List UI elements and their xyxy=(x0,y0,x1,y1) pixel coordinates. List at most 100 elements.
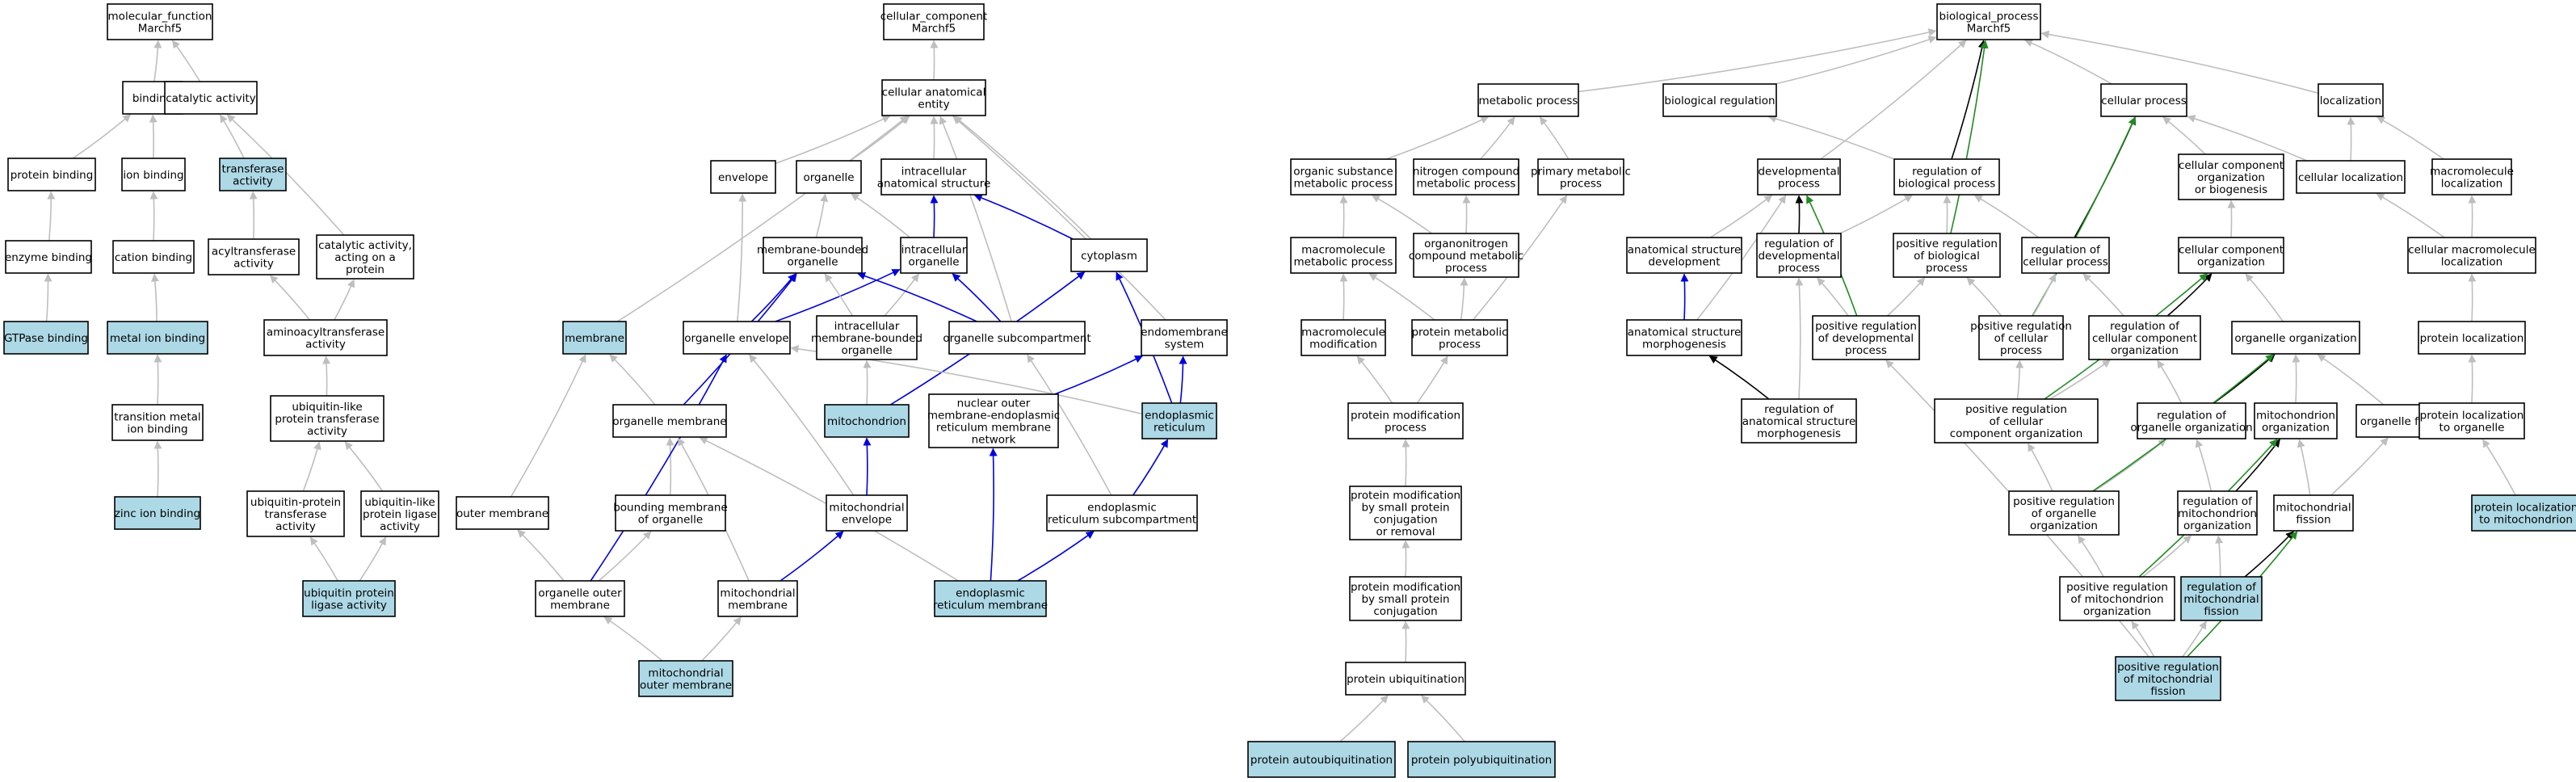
node-box[interactable] xyxy=(1290,158,1397,196)
node-box[interactable] xyxy=(1141,402,1217,439)
node-box[interactable] xyxy=(826,494,908,532)
go-term-metabolic[interactable]: metabolic process xyxy=(1477,83,1579,117)
node-box[interactable] xyxy=(107,3,213,40)
go-term-cellular-process[interactable]: cellular process xyxy=(2100,83,2187,117)
go-term-outer-membrane[interactable]: outer membrane xyxy=(456,496,549,530)
node-box[interactable] xyxy=(114,496,201,530)
node-box[interactable] xyxy=(246,490,345,537)
node-box[interactable] xyxy=(2231,321,2360,355)
go-term-prot-autoubiq[interactable]: protein autoubiquitination xyxy=(1247,741,1396,778)
node-box[interactable] xyxy=(2254,402,2338,439)
node-box[interactable] xyxy=(1070,238,1148,272)
node-box[interactable] xyxy=(2008,490,2120,536)
node-box[interactable] xyxy=(2418,321,2526,355)
go-term-cation-binding[interactable]: cation binding xyxy=(112,240,195,274)
go-term-prot-loc[interactable]: protein localization xyxy=(2418,321,2526,355)
node-box[interactable] xyxy=(1893,158,2000,196)
node-box[interactable] xyxy=(7,158,96,191)
node-box[interactable] xyxy=(263,319,388,356)
node-box[interactable] xyxy=(107,321,208,355)
node-box[interactable] xyxy=(3,321,89,355)
node-box[interactable] xyxy=(1347,402,1464,439)
node-box[interactable] xyxy=(1411,319,1508,356)
node-box[interactable] xyxy=(112,240,195,274)
node-box[interactable] xyxy=(562,321,627,355)
go-term-catalytic[interactable]: catalytic activity xyxy=(164,81,258,115)
node-box[interactable] xyxy=(1141,319,1228,356)
node-box[interactable] xyxy=(1741,398,1857,444)
node-box[interactable] xyxy=(316,234,414,280)
go-term-ion-binding[interactable]: ion binding xyxy=(121,158,186,191)
go-term-org-membrane[interactable]: organelle membrane xyxy=(612,404,727,438)
node-box[interactable] xyxy=(1757,158,1841,196)
node-box[interactable] xyxy=(881,79,986,116)
node-box[interactable] xyxy=(2178,153,2284,200)
node-box[interactable] xyxy=(535,580,625,617)
node-box[interactable] xyxy=(2471,494,2576,532)
node-box[interactable] xyxy=(270,395,385,442)
node-box[interactable] xyxy=(456,496,549,530)
node-box[interactable] xyxy=(615,494,726,532)
node-box[interactable] xyxy=(2177,490,2258,536)
node-box[interactable] xyxy=(2021,237,2110,274)
node-box[interactable] xyxy=(1537,158,1624,196)
go-term-protein-binding[interactable]: protein binding xyxy=(7,158,96,191)
node-box[interactable] xyxy=(710,160,776,194)
node-box[interactable] xyxy=(111,404,204,441)
node-box[interactable] xyxy=(1290,237,1397,274)
node-box[interactable] xyxy=(2407,237,2536,274)
node-box[interactable] xyxy=(683,321,791,355)
go-term-metal-ion-binding[interactable]: metal ion binding xyxy=(107,321,208,355)
node-box[interactable] xyxy=(360,490,439,537)
node-box[interactable] xyxy=(928,393,1059,448)
node-box[interactable] xyxy=(880,158,987,196)
node-box[interactable] xyxy=(1345,662,1466,696)
node-box[interactable] xyxy=(1349,576,1462,621)
go-term-mitochondrion[interactable]: mitochondrion xyxy=(824,404,910,438)
go-term-cytoplasm[interactable]: cytoplasm xyxy=(1070,238,1148,272)
node-box[interactable] xyxy=(816,315,918,360)
go-term-nuclear-outer[interactable]: nuclear outermembrane-endoplasmicreticul… xyxy=(927,393,1060,448)
node-box[interactable] xyxy=(948,321,1086,355)
node-box[interactable] xyxy=(1247,741,1396,778)
node-box[interactable] xyxy=(5,240,92,274)
node-box[interactable] xyxy=(1413,158,1519,196)
node-box[interactable] xyxy=(2418,402,2525,439)
go-term-org-subcomp[interactable]: organelle subcompartment xyxy=(943,321,1091,355)
node-box[interactable] xyxy=(2059,576,2175,621)
